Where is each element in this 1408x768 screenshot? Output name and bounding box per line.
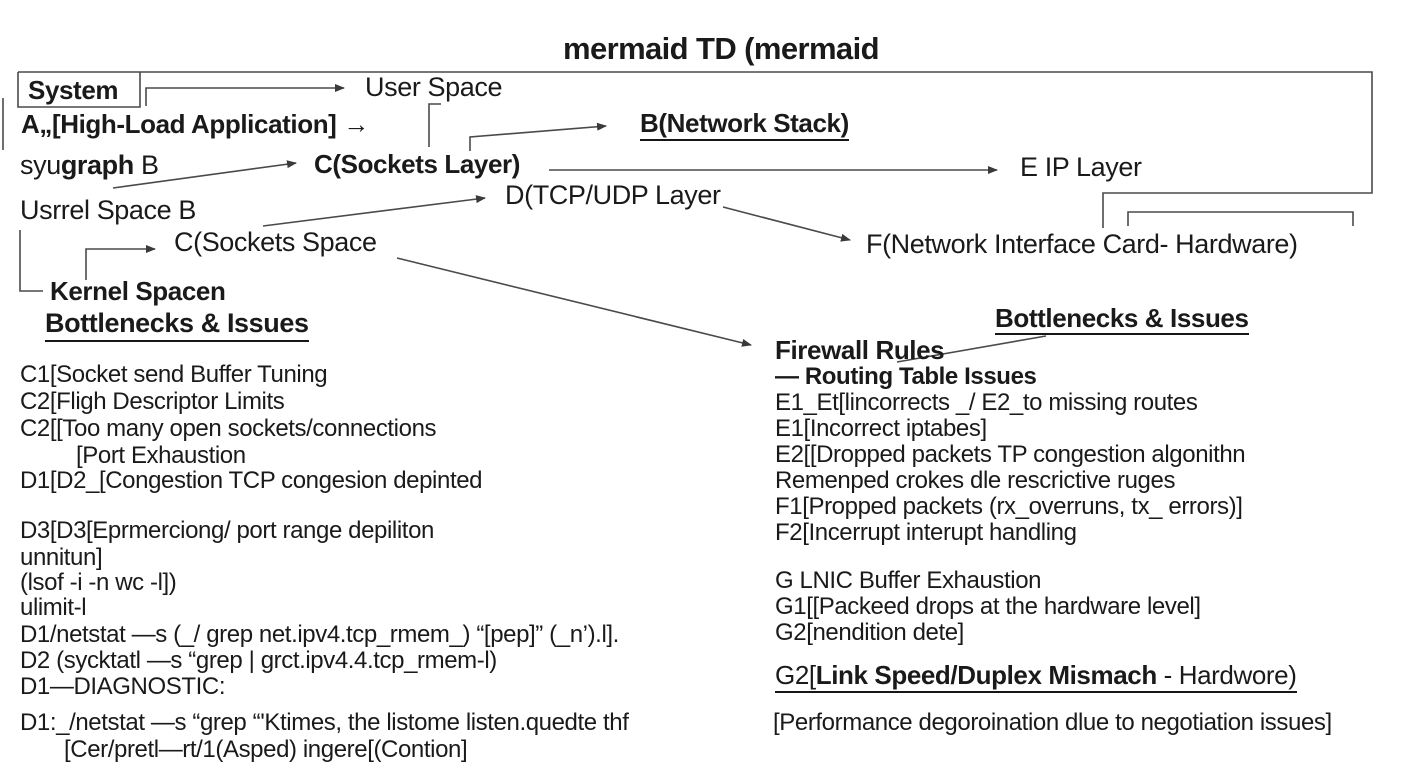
node-user-space: User Space [365,72,503,102]
subgraph-suffix: B [133,150,159,180]
node-tcp-udp-layer: D(TCP/UDP Layer [505,180,721,210]
link-speed-suffix: - Hardwore) [1156,660,1297,690]
right-item: F1[Propped packets (rx_overruns, tx_ err… [775,493,1243,520]
left-item: C1[Socket send Buffer Tuning [20,361,328,388]
left-item: ulimit-l [20,594,87,621]
link-speed-prefix: G2[ [775,660,816,690]
right-item: — Routing Table Issues [775,363,1037,390]
right-item: E2[[Dropped packets TP congestion algoni… [775,441,1246,468]
arrow-system-to-userspace [145,84,345,106]
arrow-to-tcp-udp-layer [262,195,486,227]
node-network-stack: B(Network Stack) [640,109,849,142]
right-item: E1_Et[lincorrects _/ E2_to missing route… [775,389,1198,416]
left-item: D1:_/netstat —s “grep “'Ktimes, the list… [20,709,629,736]
userspace-bracket [428,103,441,147]
left-item: C2[Fligh Descriptor Limits [20,388,285,415]
node-user-space-b: Usrrel Space B [20,195,196,225]
left-item: [Port Exhaustion [76,442,246,469]
right-item-performance: [Performance degoroination dlue to negot… [773,709,1332,736]
left-item: [Cer/pretl—rt/1(Asped) ingere[(Contion] [64,736,468,763]
left-heading-bottlenecks: Bottlenecks & Issues [45,308,309,343]
node-kernel-space: Kernel Spacen [50,276,226,306]
arrow-sockets-space-to-firewall [396,257,752,347]
node-firewall-rules: Firewall Rules [775,335,945,365]
left-item: D1[D2_[Congestion TCP congesion depinted [20,467,483,494]
left-item: D1/netstat —s (_/ grep net.ipv4.tcp_rmem… [20,621,619,648]
right-item: Remenped crokes dle rescrictive ruges [775,467,1176,494]
right-nic-item: G LNIC Buffer Exhaustion [775,567,1042,594]
right-nic-item: G1[[Packeed drops at the hardware level] [775,593,1201,620]
left-item: D3[D3[Eprmerciong/ port range depiliton [20,517,434,544]
right-item-link-speed: G2[Link Speed/Duplex Mismach - Hardwore) [775,660,1297,694]
arrow-to-nic [722,206,851,242]
link-speed-bold: Link Speed/Duplex Mismach [815,660,1157,690]
right-item: F2[Incerrupt interupt handling [775,519,1077,546]
subgraph-prefix: syu [20,150,61,180]
nic-upper-bracket [1127,211,1354,226]
node-high-load-application: A„[High-Load Application] → [21,109,369,139]
node-subgraph-b: syugraph B [20,150,159,180]
node-nic-hardware: F(Network Interface Card- Hardware) [866,229,1298,259]
subgraph-bold: graph [60,150,134,180]
kernel-bracket [19,230,43,292]
left-item: unnitun] [20,544,103,571]
right-item: E1[Incorrect iptabes] [775,415,987,442]
diagram-title: mermaid TD (mermaid [563,31,880,66]
left-item: (lsof -i -n wc -l]) [20,569,177,596]
left-item: C2[[Too many open sockets/connections [20,415,437,442]
right-heading-bottlenecks: Bottlenecks & Issues [995,304,1249,336]
node-sockets-space: C(Sockets Space [174,227,377,257]
node-system: System [28,75,119,105]
node-sockets-layer: C(Sockets Layer) [314,149,521,179]
left-item: D1—DIAGNOSTIC: [20,673,226,700]
arrow-to-network-stack [469,122,607,151]
left-item: D2 (sycktatl —s “grep | grct.ipv4.4.tcp_… [20,647,497,674]
node-ip-layer: E IP Layer [1020,152,1142,182]
right-nic-item: G2[nendition dete] [775,619,964,646]
